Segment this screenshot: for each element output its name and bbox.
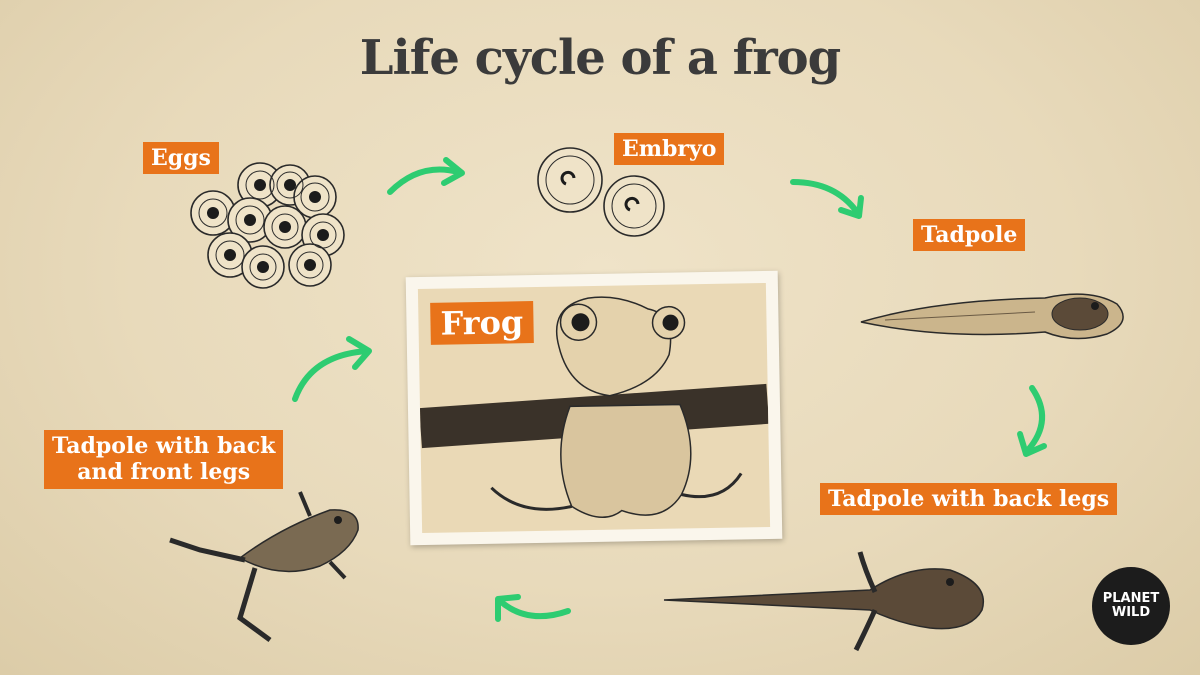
tadpole-illustration [860, 293, 1124, 340]
planet-wild-logo: PLANET WILD [1092, 567, 1170, 645]
frog-illustration-area: Frog [417, 282, 771, 534]
page-title: Life cycle of a frog [359, 30, 841, 86]
stage-label-tadpole: Tadpole [913, 219, 1026, 252]
stage-label-frog: Frog [430, 301, 534, 346]
logo-line-2: WILD [1111, 605, 1151, 620]
eggs-illustration [190, 162, 345, 289]
tadpole-back-legs-illustration [663, 551, 984, 652]
arrow-tadpole-to-back-legs [1017, 385, 1047, 457]
frog-photo-card: Frog [405, 270, 783, 546]
arrow-eggs-to-embryo [387, 157, 465, 195]
stage-label-eggs: Eggs [143, 142, 219, 175]
stage-label-tadpole-back-legs: Tadpole with back legs [820, 483, 1118, 516]
arrow-front-legs-to-frog [292, 336, 372, 402]
logo-line-1: PLANET [1102, 591, 1160, 606]
arrow-back-legs-to-front-legs [495, 594, 571, 622]
froglet-illustration [169, 491, 359, 643]
stage-label-tadpole-back-front-legs: Tadpole with back and front legs [44, 430, 284, 489]
embryo-illustration [537, 147, 665, 237]
frog-illustration [419, 296, 770, 518]
stage-label-embryo: Embryo [614, 133, 725, 166]
arrow-embryo-to-tadpole [790, 179, 864, 219]
